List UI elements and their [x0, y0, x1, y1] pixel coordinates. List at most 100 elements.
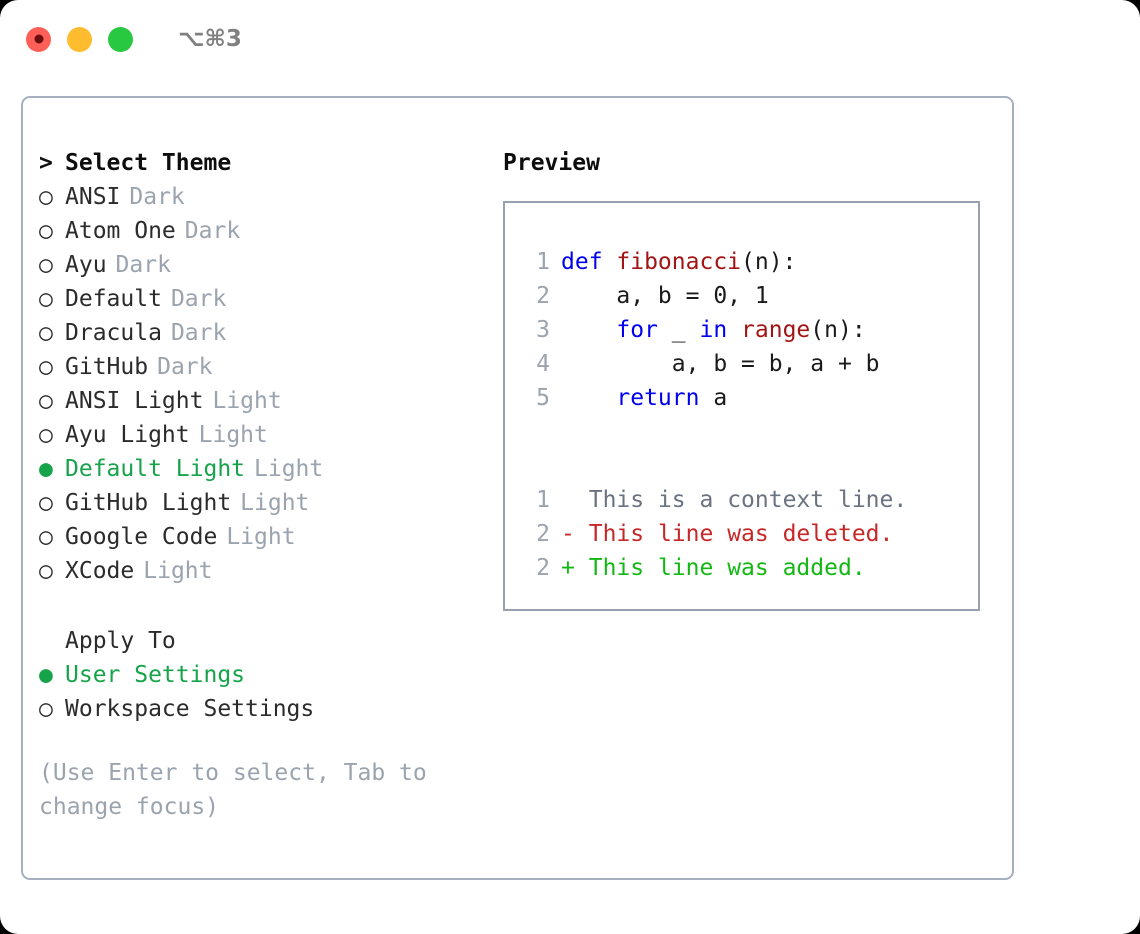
line-number: 2	[536, 521, 550, 547]
diff-line-removed: 2 - This line was deleted.	[505, 517, 978, 551]
theme-item-mode: Light	[143, 558, 213, 584]
preview-column: Preview 1 def fibonacci(n): 2 a, b = 0, …	[503, 146, 993, 611]
radio-icon[interactable]: ○	[39, 184, 53, 210]
keyboard-hint-text: (Use Enter to select, Tab to change focu…	[39, 760, 427, 820]
radio-icon-selected[interactable]: ●	[39, 662, 53, 688]
zoom-button[interactable]	[108, 26, 133, 52]
line-number: 2	[536, 283, 550, 309]
code-token: a, b = b, a + b	[561, 351, 880, 377]
radio-icon-selected[interactable]: ●	[39, 456, 53, 482]
line-number: 4	[536, 351, 550, 377]
code-token: range	[741, 317, 811, 343]
code-blank-line	[505, 449, 978, 483]
section-spacer	[39, 588, 489, 624]
theme-item-mode: Dark	[170, 286, 227, 312]
code-token: _	[657, 317, 700, 343]
radio-icon[interactable]: ○	[39, 696, 53, 722]
apply-to-item-user-settings[interactable]: ● User Settings	[39, 658, 489, 692]
diff-text: This line was added.	[588, 555, 866, 581]
line-number: 1	[536, 487, 550, 513]
theme-item-mode: Dark	[184, 218, 241, 244]
theme-item-atom-one-dark[interactable]: ○ Atom One Dark	[39, 214, 489, 248]
diff-sign	[561, 487, 575, 513]
theme-item-ansi-dark[interactable]: ○ ANSI Dark	[39, 180, 489, 214]
theme-item-dracula-dark[interactable]: ○ Dracula Dark	[39, 316, 489, 350]
code-line: 1 def fibonacci(n):	[505, 245, 978, 279]
radio-icon[interactable]: ○	[39, 354, 53, 380]
theme-item-mode: Dark	[129, 184, 185, 210]
radio-icon[interactable]: ○	[39, 490, 53, 516]
radio-icon[interactable]: ○	[39, 524, 53, 550]
theme-item-label: Ayu	[65, 252, 107, 278]
theme-item-ayu-light[interactable]: ○ Ayu Light Light	[39, 418, 489, 452]
theme-item-label: ANSI	[65, 184, 121, 210]
radio-icon[interactable]: ○	[39, 286, 53, 312]
theme-item-label: Default	[65, 286, 162, 312]
diff-line-added: 2 + This line was added.	[505, 551, 978, 585]
title-bar: ⌥⌘3	[0, 0, 1140, 78]
apply-to-item-label: User Settings	[65, 662, 246, 688]
radio-icon[interactable]: ○	[39, 320, 53, 346]
code-token: return	[616, 385, 700, 411]
radio-icon[interactable]: ○	[39, 422, 53, 448]
keyboard-shortcut-label: ⌥⌘3	[178, 26, 242, 52]
code-token: a, b = 0, 1	[561, 283, 769, 309]
caret-icon: >	[39, 150, 53, 176]
theme-item-default-dark[interactable]: ○ Default Dark	[39, 282, 489, 316]
code-line: 2 a, b = 0, 1	[505, 279, 978, 313]
theme-item-label: Atom One	[65, 218, 176, 244]
code-line: 5 return a	[505, 381, 978, 415]
code-token: for	[616, 317, 658, 343]
theme-item-mode: Light	[226, 524, 296, 550]
theme-picker-panel: > Select Theme ○ ANSI Dark ○ Atom One Da…	[21, 96, 1014, 880]
theme-list-column: > Select Theme ○ ANSI Dark ○ Atom One Da…	[39, 146, 489, 824]
theme-item-default-light[interactable]: ● Default Light Light	[39, 452, 489, 486]
theme-item-label: Default Light	[65, 456, 246, 482]
radio-icon[interactable]: ○	[39, 388, 53, 414]
theme-item-ansi-light[interactable]: ○ ANSI Light Light	[39, 384, 489, 418]
theme-item-label: Dracula	[65, 320, 162, 346]
diff-text: This is a context line.	[588, 487, 908, 513]
theme-item-mode: Light	[212, 388, 282, 414]
code-token: (n):	[741, 249, 797, 275]
radio-icon[interactable]: ○	[39, 252, 53, 278]
code-line: 3 for _ in range(n):	[505, 313, 978, 347]
theme-item-label: Google Code	[65, 524, 218, 550]
theme-item-label: GitHub Light	[65, 490, 232, 516]
code-line: 4 a, b = b, a + b	[505, 347, 978, 381]
close-button[interactable]	[26, 26, 51, 52]
diff-sign: -	[561, 521, 575, 547]
apply-to-title: Apply To	[65, 628, 176, 654]
line-number: 2	[536, 555, 550, 581]
theme-item-github-dark[interactable]: ○ GitHub Dark	[39, 350, 489, 384]
code-token: def	[561, 249, 617, 275]
theme-list: ○ ANSI Dark ○ Atom One Dark ○ Ayu Dark	[39, 180, 489, 588]
radio-icon[interactable]: ○	[39, 558, 53, 584]
code-token: (n):	[810, 317, 866, 343]
code-token: a	[699, 385, 728, 411]
theme-item-google-code[interactable]: ○ Google Code Light	[39, 520, 489, 554]
line-number: 1	[536, 249, 550, 275]
theme-item-mode: Light	[240, 490, 310, 516]
theme-item-label: GitHub	[65, 354, 149, 380]
theme-list-header: > Select Theme	[39, 146, 489, 180]
code-token	[561, 385, 616, 411]
theme-list-title: Select Theme	[65, 150, 232, 176]
line-number: 5	[536, 385, 550, 411]
code-token: in	[699, 317, 728, 343]
minimize-button[interactable]	[67, 26, 92, 52]
code-token	[561, 317, 616, 343]
theme-item-label: Ayu Light	[65, 422, 190, 448]
diff-sign: +	[561, 555, 575, 581]
spacer-icon	[39, 624, 65, 658]
theme-item-github-light[interactable]: ○ GitHub Light Light	[39, 486, 489, 520]
code-token: fibonacci	[616, 249, 742, 275]
apply-to-item-workspace-settings[interactable]: ○ Workspace Settings	[39, 692, 489, 726]
theme-item-ayu-dark[interactable]: ○ Ayu Dark	[39, 248, 489, 282]
diff-text: This line was deleted.	[588, 521, 894, 547]
theme-item-xcode[interactable]: ○ XCode Light	[39, 554, 489, 588]
radio-icon[interactable]: ○	[39, 218, 53, 244]
theme-item-mode: Dark	[157, 354, 213, 380]
line-number: 3	[536, 317, 550, 343]
apply-to-section: Apply To ● User Settings ○ Workspace Set…	[39, 624, 489, 726]
